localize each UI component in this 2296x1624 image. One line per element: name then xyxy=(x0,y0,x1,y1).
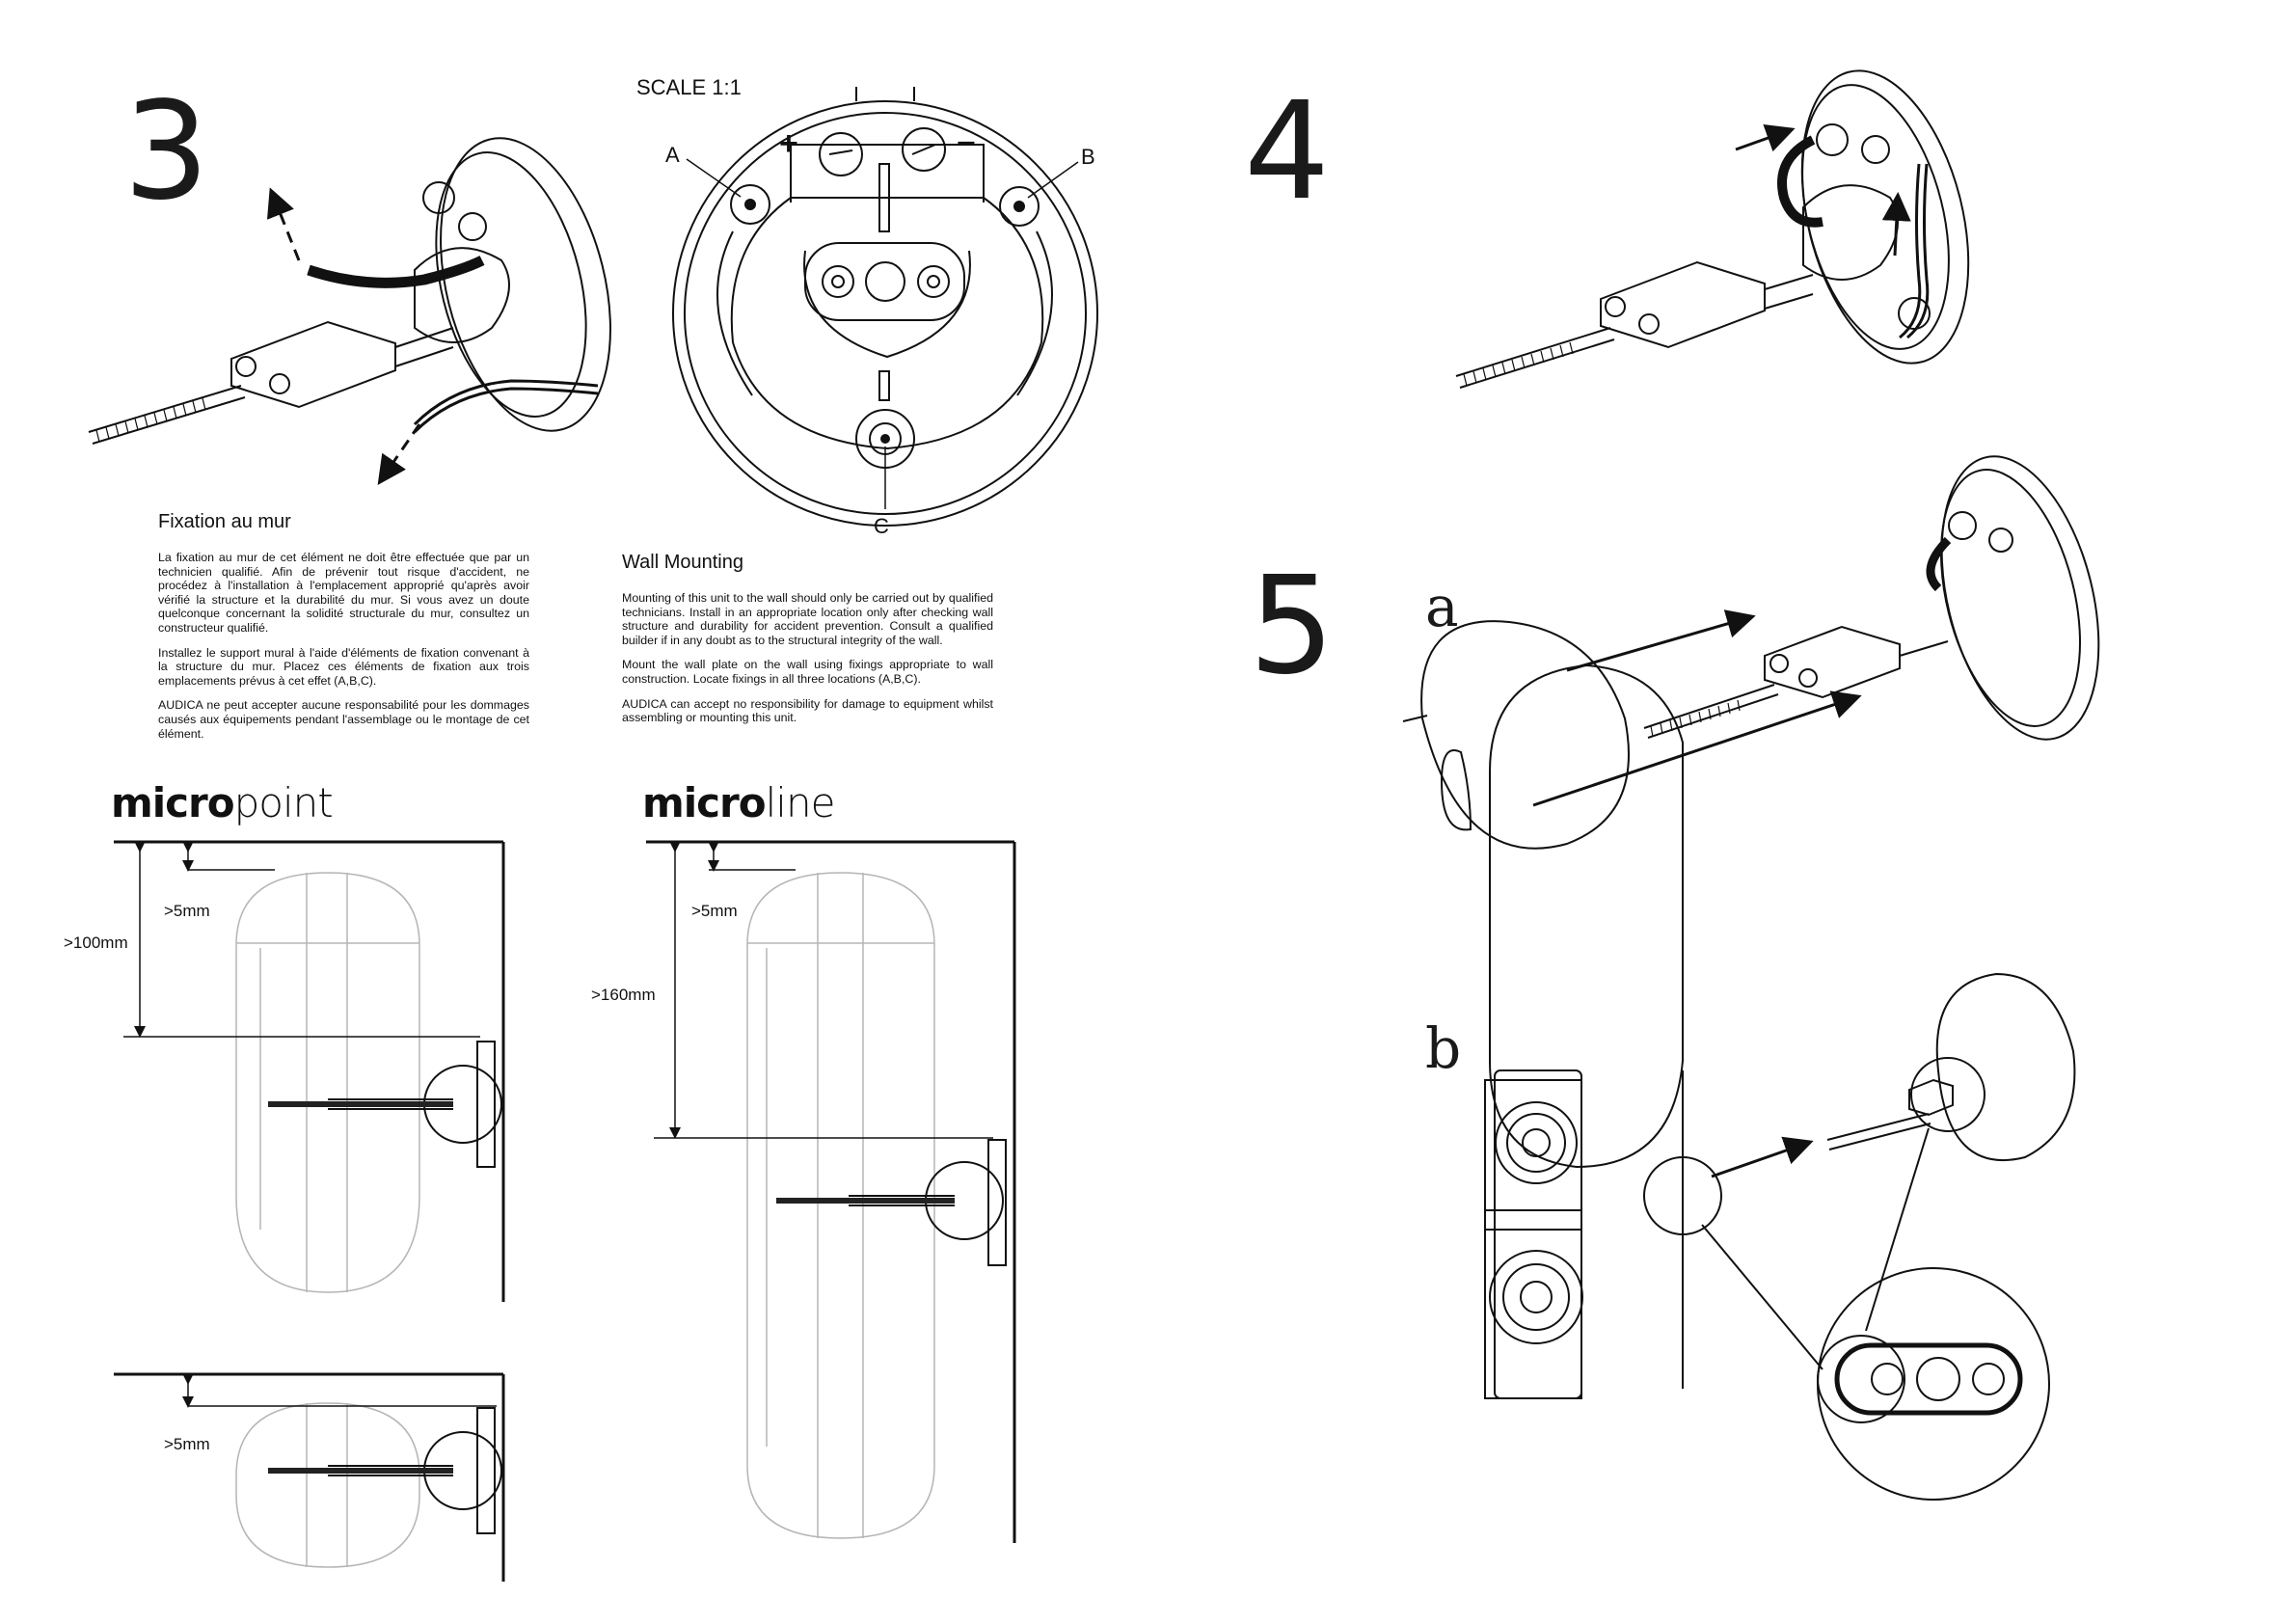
micropoint-logo: micropoint xyxy=(111,779,334,826)
substep-label-b: b xyxy=(1425,1015,1462,1081)
micropoint-top-gap-label-2: >5mm xyxy=(164,1435,210,1453)
step5a-cover-illustration xyxy=(1402,455,2100,850)
french-paragraph-2: Installez le support mural à l'aide d'él… xyxy=(158,645,529,688)
microline-logo-light: line xyxy=(765,779,836,826)
step3-bracket-illustration xyxy=(88,137,611,485)
scale-label: SCALE 1:1 xyxy=(636,75,742,99)
substep-label-a: a xyxy=(1425,574,1459,639)
microline-clearance-diagram xyxy=(646,840,1016,1543)
microline-top-gap-label: >5mm xyxy=(691,902,738,920)
micropoint-logo-bold: micro xyxy=(111,779,235,826)
english-heading: Wall Mounting xyxy=(622,552,743,573)
hole-label-a: A xyxy=(665,143,680,167)
wall-plate-scale-diagram xyxy=(672,87,1098,527)
micropoint-top-gap-label: >5mm xyxy=(164,902,210,920)
micropoint-logo-light: point xyxy=(233,779,334,826)
micropoint-height-label: >100mm xyxy=(64,934,128,952)
micropoint-clearance-diagram xyxy=(114,840,505,1302)
terminal-minus-sign: − xyxy=(957,125,976,162)
fixing-hole-a xyxy=(730,184,770,225)
terminal-plus-sign: + xyxy=(779,125,798,162)
hole-label-c: C xyxy=(874,514,889,538)
microline-logo-bold: micro xyxy=(642,779,767,826)
step-number-5: 5 xyxy=(1249,548,1336,705)
microline-height-label: >160mm xyxy=(591,986,656,1004)
french-paragraph-3: AUDICA ne peut accepter aucune responsab… xyxy=(158,698,529,741)
english-paragraph-2: Mount the wall plate on the wall using f… xyxy=(622,658,993,686)
english-paragraph-3: AUDICA can accept no responsibility for … xyxy=(622,696,993,725)
micropoint-clearance-diagram-2 xyxy=(114,1372,505,1582)
step-number-4: 4 xyxy=(1244,73,1331,230)
step-number-3: 3 xyxy=(123,73,210,230)
english-paragraph-1: Mounting of this unit to the wall should… xyxy=(622,591,993,647)
step4-bracket-illustration xyxy=(1455,69,1970,389)
hole-label-b: B xyxy=(1081,145,1095,169)
french-section: Fixation au mur La fixation au mur de ce… xyxy=(158,511,529,751)
french-heading: Fixation au mur xyxy=(158,511,291,532)
step5b-speaker-illustration xyxy=(1484,663,2076,1501)
microline-logo: microline xyxy=(642,779,836,826)
french-paragraph-1: La fixation au mur de cet élément ne doi… xyxy=(158,551,529,635)
english-section: Wall Mounting Mounting of this unit to t… xyxy=(622,552,993,736)
fixing-hole-b xyxy=(999,186,1040,227)
